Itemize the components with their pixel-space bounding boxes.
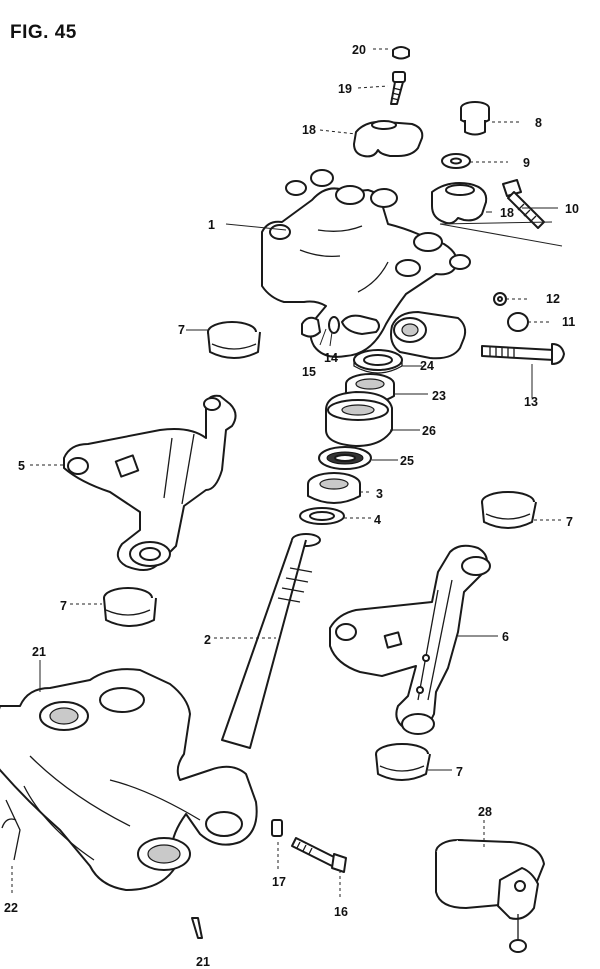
label-20: 20: [352, 43, 366, 57]
part-5-headlight-bracket-left: [63, 394, 237, 571]
label-3: 3: [376, 487, 383, 501]
part-11-cap: [507, 312, 529, 332]
label-10: 10: [565, 202, 579, 216]
part-21-lower-bracket: [0, 668, 258, 891]
label-9: 9: [523, 156, 530, 170]
part-18-upper-clamp-right: [431, 182, 488, 225]
label-7-lower-right: 7: [456, 765, 463, 779]
part-7-grommet-right: [481, 491, 537, 529]
part-8-plug: [460, 101, 490, 136]
label-8: 8: [535, 116, 542, 130]
label-21-top: 21: [32, 645, 46, 659]
label-23: 23: [432, 389, 446, 403]
label-25: 25: [400, 454, 414, 468]
part-7-grommet-left: [103, 587, 157, 627]
part-14-washer: [328, 316, 340, 334]
label-16: 16: [334, 905, 348, 919]
part-6-headlight-bracket-right: [329, 544, 491, 735]
label-6: 6: [502, 630, 509, 644]
label-2: 2: [204, 633, 211, 647]
label-13: 13: [524, 395, 538, 409]
part-28-steering-lock: [435, 839, 545, 953]
label-5: 5: [18, 459, 25, 473]
part-15-cap: [301, 316, 321, 338]
part-26-dust-seal: [325, 391, 393, 447]
label-4: 4: [374, 513, 381, 527]
leader-lines: [11, 48, 564, 900]
label-15: 15: [302, 365, 316, 379]
label-28: 28: [478, 805, 492, 819]
part-10-bolt: [502, 179, 545, 229]
label-22: 22: [4, 901, 18, 915]
figure-title: FIG. 45: [10, 22, 77, 43]
label-18-right: 18: [500, 206, 514, 220]
part-7-grommet-upper-left: [207, 321, 261, 359]
part-3-bearing: [307, 472, 361, 504]
label-1: 1: [208, 218, 215, 232]
label-11: 11: [562, 315, 575, 329]
label-7-right: 7: [566, 515, 573, 529]
part-4-seal: [299, 507, 345, 525]
label-26: 26: [422, 424, 436, 438]
label-18-upper: 18: [302, 123, 316, 137]
part-24-race: [353, 349, 403, 374]
label-12: 12: [546, 292, 560, 306]
label-14: 14: [324, 351, 338, 365]
part-16-bolt: [291, 837, 347, 873]
part-labels: 20 19 18 8 9 10 18 1 12 11 7 14 15 24 23…: [4, 43, 579, 969]
part-21-small-fastener: [191, 917, 203, 939]
label-17: 17: [272, 875, 286, 889]
part-7-grommet-lower-right: [375, 743, 431, 781]
part-25-race: [318, 446, 372, 470]
part-17-nut: [271, 819, 283, 837]
part-12-nut: [493, 292, 507, 306]
part-1-upper-bracket: [261, 169, 471, 360]
part-19-bolt: [390, 71, 406, 105]
label-24: 24: [420, 359, 434, 373]
label-7-left: 7: [60, 599, 67, 613]
part-13-bolt: [481, 343, 565, 365]
part-18-upper-clamp-left: [353, 120, 424, 158]
label-7-upper-left: 7: [178, 323, 185, 337]
label-21-bottom: 21: [196, 955, 210, 969]
part-9-washer: [441, 153, 471, 169]
part-20-cap: [392, 46, 410, 60]
label-19: 19: [338, 82, 352, 96]
part-2-steering-stem: [221, 533, 321, 749]
